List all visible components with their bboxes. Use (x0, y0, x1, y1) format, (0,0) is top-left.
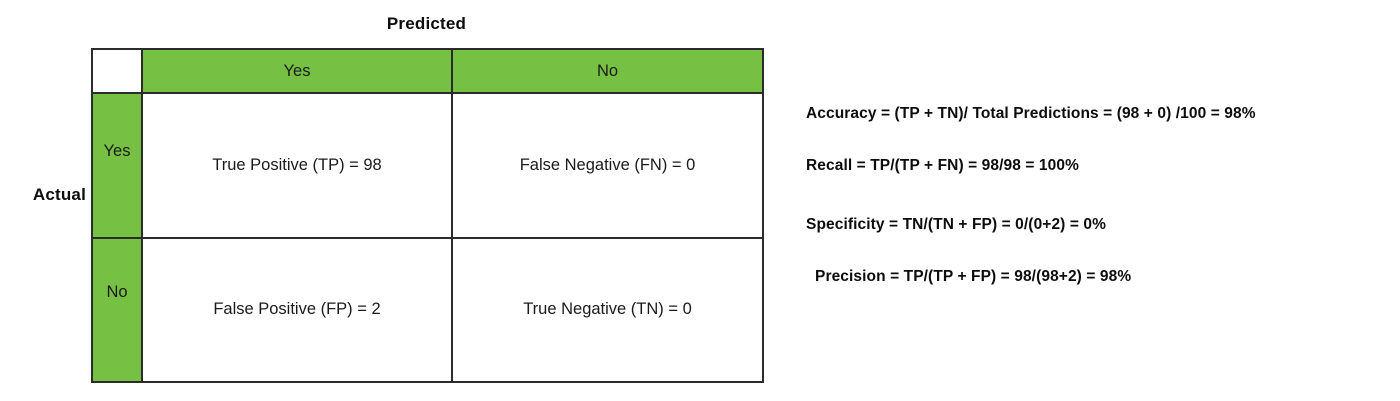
row-header-actual-no: No (91, 236, 143, 384)
cell-true-negative: True Negative (TN) = 0 (451, 236, 764, 384)
table-row: No False Positive (FP) = 2 True Negative… (91, 236, 764, 384)
cell-false-positive: False Positive (FP) = 2 (141, 236, 453, 384)
metric-specificity-formula: Specificity = TN/(TN + FP) = 0/(0+2) = 0… (806, 216, 1106, 233)
column-header-predicted-no: No (451, 47, 764, 95)
metrics-formula-list: Accuracy = (TP + TN)/ Total Predictions … (806, 104, 1386, 287)
column-header-predicted-yes: Yes (141, 47, 453, 95)
matrix-corner-cell (91, 47, 143, 95)
confusion-matrix-table: Yes No Yes True Positive (TP) = 98 False… (91, 47, 764, 384)
table-header-row: Yes No (91, 47, 764, 95)
actual-axis-label: Actual (32, 185, 86, 204)
table-row: Yes True Positive (TP) = 98 False Negati… (91, 92, 764, 239)
predicted-axis-label: Predicted (386, 14, 467, 33)
row-header-actual-yes: Yes (91, 92, 143, 239)
metric-precision-formula: Precision = TP/(TP + FP) = 98/(98+2) = 9… (815, 268, 1132, 285)
metric-recall-formula: Recall = TP/(TP + FN) = 98/98 = 100% (806, 157, 1079, 174)
cell-false-negative: False Negative (FN) = 0 (451, 92, 764, 239)
cell-true-positive: True Positive (TP) = 98 (141, 92, 453, 239)
metric-accuracy-formula: Accuracy = (TP + TN)/ Total Predictions … (806, 105, 1256, 122)
